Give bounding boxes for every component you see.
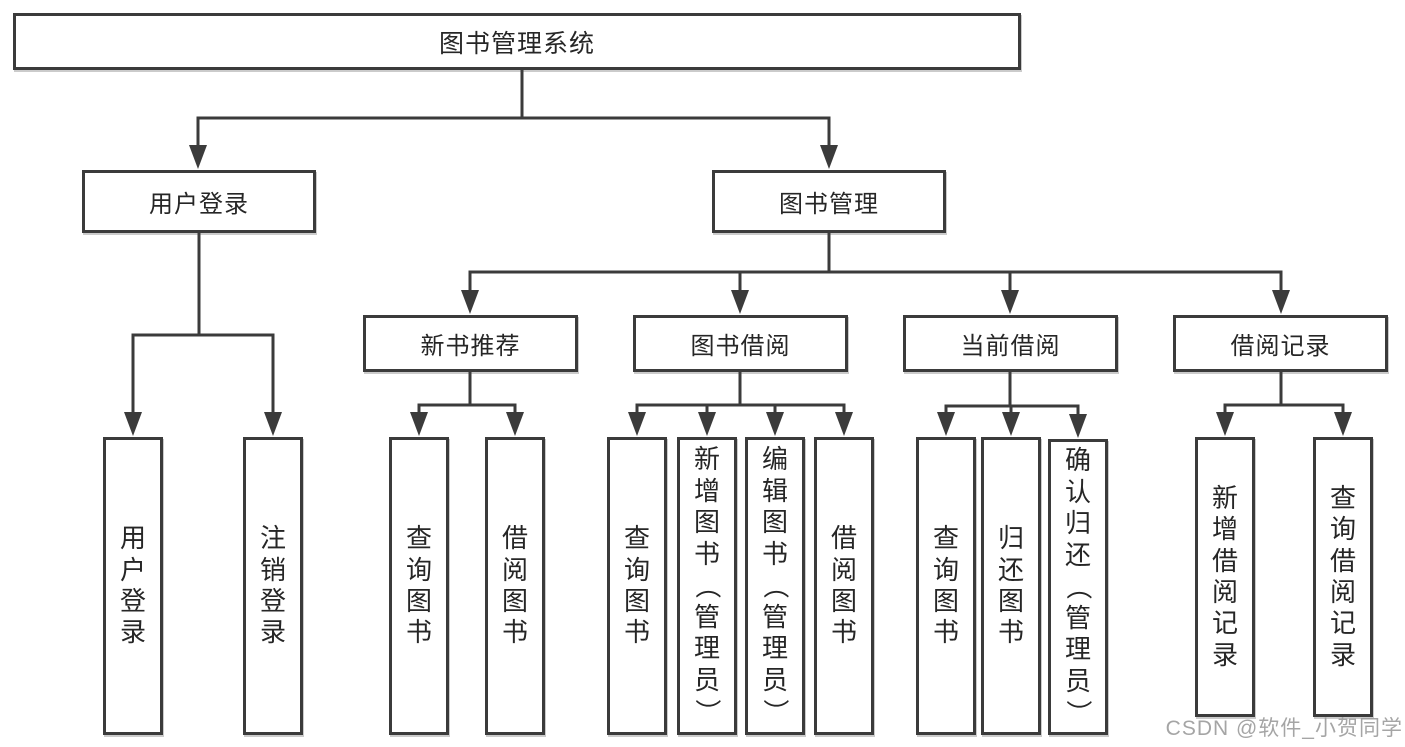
leaf-query-books-recommend: 查询图书 — [389, 437, 449, 735]
node-label-vertical: 用户登录 — [119, 523, 146, 648]
leaf-confirm-return-admin: 确认归还（管理员） — [1048, 439, 1108, 735]
leaf-user-login: 用户登录 — [103, 437, 163, 735]
node-label-vertical: 查询图书 — [932, 523, 959, 648]
node-label-vertical: 借阅图书 — [830, 523, 857, 648]
node-label: 用户登录 — [149, 191, 249, 218]
node-label-vertical: 注销登录 — [259, 523, 286, 648]
leaf-query-borrow-record: 查询借阅记录 — [1313, 437, 1373, 717]
node-label-vertical: 新增借阅记录 — [1211, 482, 1238, 670]
node-label: 图书管理系统 — [438, 29, 595, 58]
node-label: 图书借阅 — [690, 333, 791, 360]
node-label-vertical: 查询借阅记录 — [1329, 482, 1356, 670]
leaf-return-books: 归还图书 — [981, 437, 1041, 735]
leaf-borrow-books: 借阅图书 — [814, 437, 874, 735]
leaf-query-books-current: 查询图书 — [916, 437, 976, 735]
node-label-vertical: 查询图书 — [623, 523, 650, 648]
node-current-borrow: 当前借阅 — [903, 315, 1118, 372]
leaf-query-books-borrow: 查询图书 — [607, 437, 667, 735]
node-library-management-system: 图书管理系统 — [13, 13, 1021, 70]
node-borrow-record: 借阅记录 — [1173, 315, 1388, 372]
node-user-login: 用户登录 — [82, 170, 316, 233]
node-label: 图书管理 — [779, 191, 879, 218]
node-label: 借阅记录 — [1230, 333, 1331, 360]
leaf-add-books-admin: 新增图书（管理员） — [677, 437, 737, 735]
leaf-edit-books-admin: 编辑图书（管理员） — [745, 437, 805, 735]
leaf-add-borrow-record: 新增借阅记录 — [1195, 437, 1255, 717]
node-book-management: 图书管理 — [712, 170, 946, 233]
node-label: 新书推荐 — [420, 333, 521, 360]
watermark-text: CSDN @软件_小贺同学 — [1165, 717, 1403, 740]
node-label-vertical: 查询图书 — [405, 523, 432, 648]
node-label-vertical: 归还图书 — [997, 523, 1024, 648]
node-label-vertical: 编辑图书（管理员） — [760, 444, 791, 725]
node-label-vertical: 借阅图书 — [501, 523, 528, 648]
node-label: 当前借阅 — [960, 333, 1061, 360]
leaf-borrow-books-recommend: 借阅图书 — [485, 437, 545, 735]
node-book-borrow: 图书借阅 — [633, 315, 848, 372]
node-label-vertical: 新增图书（管理员） — [692, 444, 723, 725]
node-new-book-recommend: 新书推荐 — [363, 315, 578, 372]
leaf-logout: 注销登录 — [243, 437, 303, 735]
node-label-vertical: 确认归还（管理员） — [1063, 445, 1094, 726]
